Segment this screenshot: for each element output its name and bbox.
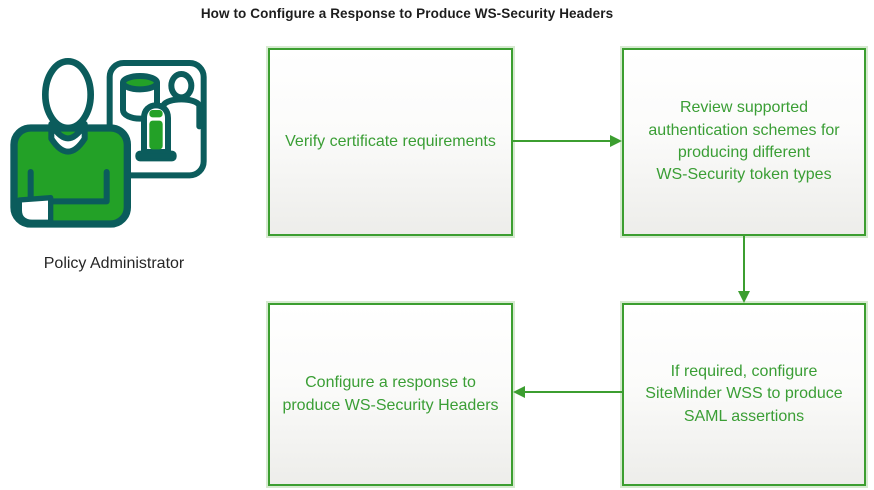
step-text: Review supported authentication schemes … xyxy=(648,99,840,184)
arrow-down-icon xyxy=(738,291,750,303)
step-text: If required, configure SiteMinder WSS to… xyxy=(645,362,843,425)
arrow-left-icon xyxy=(513,386,525,398)
actor-label: Policy Administrator xyxy=(43,255,185,272)
step-box-configure-response: Configure a response to produce WS-Secur… xyxy=(268,303,513,486)
step-box-review-auth-schemes: Review supported authentication schemes … xyxy=(622,48,866,236)
step-text: Configure a response to produce WS-Secur… xyxy=(282,374,499,414)
step-box-configure-wss-saml: If required, configure SiteMinder WSS to… xyxy=(622,303,866,486)
step-box-verify-certificates: Verify certificate requirements xyxy=(268,48,513,236)
step-text: Verify certificate requirements xyxy=(285,132,496,150)
arrow-step1-to-step2 xyxy=(513,140,612,142)
policy-administrator-icon xyxy=(10,57,207,228)
arrow-step2-to-step3 xyxy=(743,236,745,293)
actor-policy-administrator: Policy Administrator xyxy=(8,48,220,272)
arrow-right-icon xyxy=(610,135,622,147)
arrow-step3-to-step4 xyxy=(524,391,622,393)
diagram-title: How to Configure a Response to Produce W… xyxy=(200,6,614,21)
